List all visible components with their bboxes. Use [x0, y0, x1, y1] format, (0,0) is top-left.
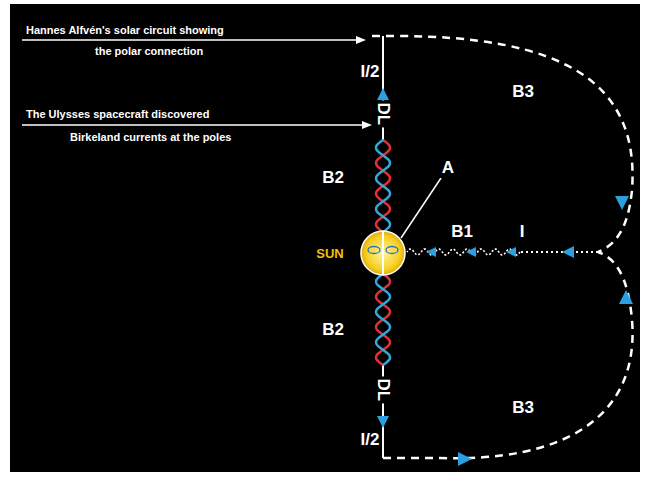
caption-note: Birkeland currents at the poles	[70, 131, 231, 144]
sun-label: SUN	[314, 246, 345, 261]
black-ground	[10, 4, 640, 472]
field-label: B2	[320, 320, 346, 340]
current-label: I/2	[359, 62, 382, 82]
current-label: I	[518, 222, 527, 242]
callout-letter: A	[440, 158, 456, 178]
field-label: B1	[449, 222, 475, 242]
field-label: B3	[510, 82, 536, 102]
field-label: B2	[320, 168, 346, 188]
caption-note: the polar connection	[95, 45, 203, 58]
current-label: I/2	[359, 430, 382, 450]
double-layer-label: DL	[373, 101, 393, 128]
double-layer-label: DL	[373, 377, 393, 404]
sun-node: SUN	[314, 246, 345, 261]
caption-note: The Ulysses spacecraft discovered	[26, 108, 209, 121]
caption-note: Hannes Alfvén's solar circuit showing	[26, 24, 224, 37]
field-label: B3	[510, 398, 536, 418]
